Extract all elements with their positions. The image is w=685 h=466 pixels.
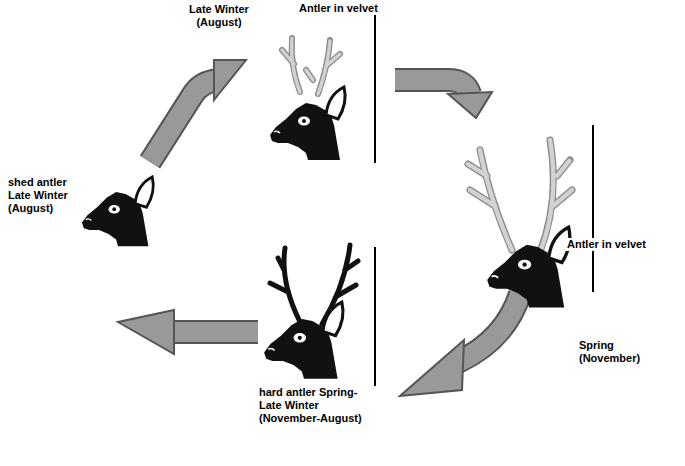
deer-head xyxy=(82,177,153,246)
divider-lines xyxy=(375,14,593,405)
hard-antler xyxy=(270,245,358,324)
stage-label: Antler in velvet xyxy=(298,2,379,15)
arrow-heads xyxy=(118,60,492,396)
deer-head xyxy=(270,87,345,160)
velvet-antler-small xyxy=(282,38,340,94)
season-label: Late Winter (August) xyxy=(182,3,256,29)
deer-head xyxy=(487,227,570,307)
stage-label: hard antler Spring-Late Winter (November… xyxy=(258,386,380,425)
stage-label: Antler in velvet xyxy=(566,238,647,251)
stage-label: shed antler Late Winter (August) xyxy=(7,176,81,215)
deer-head xyxy=(264,302,343,379)
season-label: Spring (November) xyxy=(578,339,656,365)
